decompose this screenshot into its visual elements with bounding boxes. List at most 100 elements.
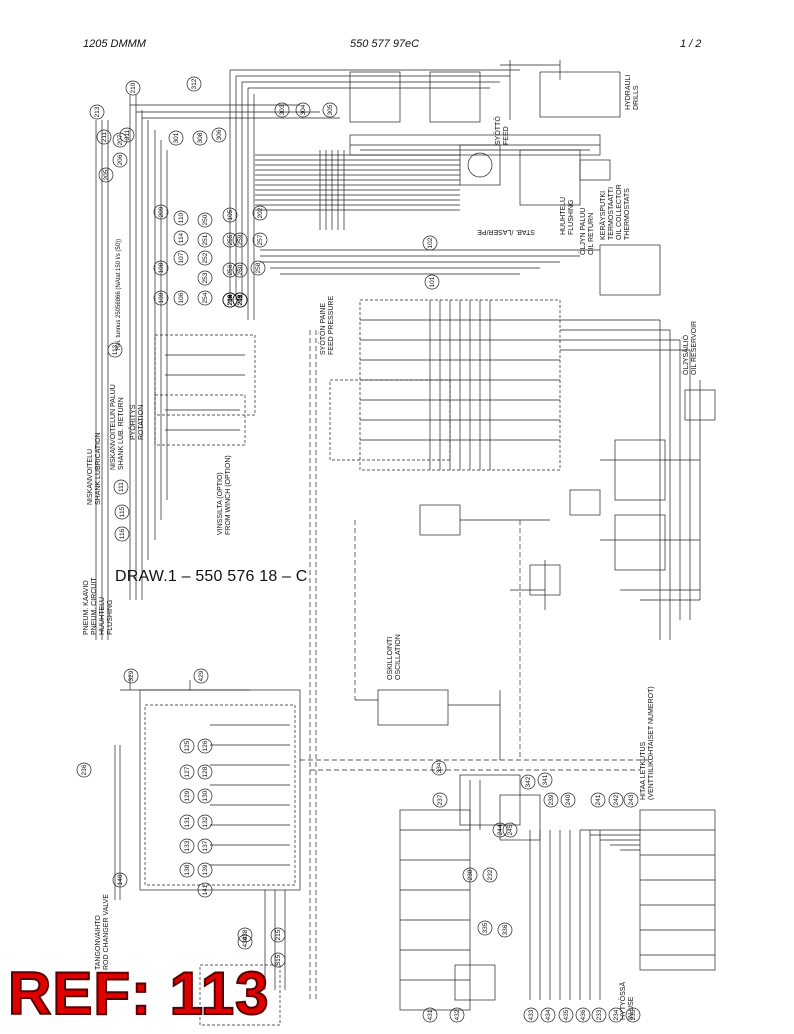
bubble-106: 106 [178, 292, 185, 303]
bubble-436: 436 [580, 1009, 587, 1020]
bubble-336: 336 [502, 924, 509, 935]
bubble-258: 258 [255, 262, 262, 273]
bubble-305: 305 [327, 104, 334, 115]
bubble-rod-438: 438 [242, 929, 249, 940]
bubble-127-ring [179, 764, 195, 780]
bubble-243: 243 [628, 794, 635, 805]
bubble-305-ring [322, 102, 338, 118]
bubble-334: 334 [436, 762, 443, 773]
bubble-128: 128 [202, 766, 209, 777]
bubble-106-ring [173, 290, 189, 306]
bubble-rod-215-ring [270, 927, 286, 943]
bubble-139: 139 [202, 864, 209, 875]
header-center: 550 577 97eC [350, 38, 420, 50]
bubble-435-ring [558, 1007, 574, 1023]
bubble-245-ring [502, 822, 518, 838]
bubble-137: 137 [202, 840, 209, 851]
bubble-133-ring [179, 838, 195, 854]
bubble-433-ring [523, 1007, 539, 1023]
bubble-mid-208: 208 [227, 294, 234, 305]
bubble-306-ring [211, 127, 227, 143]
bubble-101-ring [424, 274, 440, 290]
bubble-431: 431 [427, 1009, 434, 1020]
bubble-233: 233 [596, 1009, 603, 1020]
bubble-238-ring [462, 867, 478, 883]
bubble-431-ring [422, 1007, 438, 1023]
bubble-102: 102 [427, 237, 434, 248]
bubble-mid-216-ring [222, 292, 238, 308]
bubble-130: 130 [202, 790, 209, 801]
bubble-114-ring [173, 230, 189, 246]
bubble-341: 341 [542, 774, 549, 785]
bubble-259: 259 [237, 234, 244, 245]
bubble-258-ring [250, 260, 266, 276]
bubble-110-ring [173, 210, 189, 226]
bubble-210-ring [125, 80, 141, 96]
bubble-232: 232 [487, 869, 494, 880]
header-page: 1 / 2 [680, 38, 702, 50]
bubble-105: 105 [227, 209, 234, 220]
label-oljyn-paluu: ÖLJYN PALUUOIL RETURN [579, 208, 595, 255]
bubble-125: 125 [184, 740, 191, 751]
label-hydrauli: HYDRAULIDRILLS [625, 75, 640, 110]
label-huuhtelu: HUUHTELUFLUSHING [560, 197, 575, 235]
bubble-232-ring [482, 867, 498, 883]
bubble-434-ring [540, 1007, 556, 1023]
bubble-205-ring [98, 167, 114, 183]
bubble-235-ring [625, 1007, 641, 1023]
bubble-116: 116 [119, 528, 126, 539]
bubble-259-ring [232, 232, 248, 248]
bubble-141-ring [197, 882, 213, 898]
bubble-241: 241 [595, 794, 602, 805]
bubble-304: 304 [300, 104, 307, 115]
bubble-234: 234 [613, 1009, 620, 1020]
bubble-253-ring [197, 270, 213, 286]
bubble-240: 240 [565, 794, 572, 805]
bubble-242: 242 [613, 794, 620, 805]
bubble-mid-215: 215 [237, 294, 244, 305]
label-hitaa-letkutus: HITAA LETKUTUS(VENTTIILIKOHTAISET NUMERO… [640, 686, 655, 800]
bubble-210: 210 [130, 82, 137, 93]
bubble-312: 312 [191, 78, 198, 89]
bubble-139-ring [197, 862, 213, 878]
bubble-209-ring [153, 204, 169, 220]
bubble-433: 433 [528, 1009, 535, 1020]
bubble-207: 207 [117, 134, 124, 145]
bubble-113: 113 [112, 344, 119, 355]
bubble-206: 206 [117, 154, 124, 165]
bubble-301: 301 [173, 132, 180, 143]
label-vinssi: VINSSILTA (OPTIO)FROM WINCH (OPTION) [217, 455, 232, 535]
bubble-129: 129 [184, 790, 191, 801]
bubble-rod-315: 315 [275, 954, 282, 965]
bubble-130-ring [197, 788, 213, 804]
bubble-329: 329 [128, 670, 135, 681]
label-oljysailio: ÖLJYSÄILIÖOIL RESERVOIR [682, 321, 698, 375]
bubble-rod-438-ring [237, 927, 253, 943]
label-pneum: PNEUM. KAAVIOPNEUM. CIRCUITHUUHTELUFLUSH… [83, 577, 114, 635]
label-niskan-paluu: NISKANVOITELUN PALUUSHANK LUB. RETURN [110, 384, 125, 470]
bubble-252: 252 [202, 252, 209, 263]
bubble-311: 311 [124, 129, 131, 140]
bubble-mid-217-ring [232, 292, 248, 308]
bubble-mid-209: 209 [237, 294, 244, 305]
bubble-255-ring [222, 232, 238, 248]
bubble-235: 235 [630, 1009, 637, 1020]
drawing-title: DRAW.1 – 550 576 18 – C [115, 568, 308, 585]
bubble-250: 250 [202, 214, 209, 225]
bubble-436-ring [575, 1007, 591, 1023]
bubble-rod-430-ring [237, 934, 253, 950]
bubble-115-ring [114, 504, 130, 520]
bubble-257-ring [252, 232, 268, 248]
bubble-435: 435 [563, 1009, 570, 1020]
bubble-237-ring [432, 792, 448, 808]
bubble-107: 107 [178, 252, 185, 263]
bubble-336-ring [497, 922, 513, 938]
bubble-132: 132 [202, 816, 209, 827]
bubble-236-ring [76, 762, 92, 778]
bubble-308: 308 [197, 132, 204, 143]
bubble-233-ring [591, 1007, 607, 1023]
bubble-429: 429 [198, 670, 205, 681]
bubble-256: 256 [227, 264, 234, 275]
bubble-234-ring [608, 1007, 624, 1023]
